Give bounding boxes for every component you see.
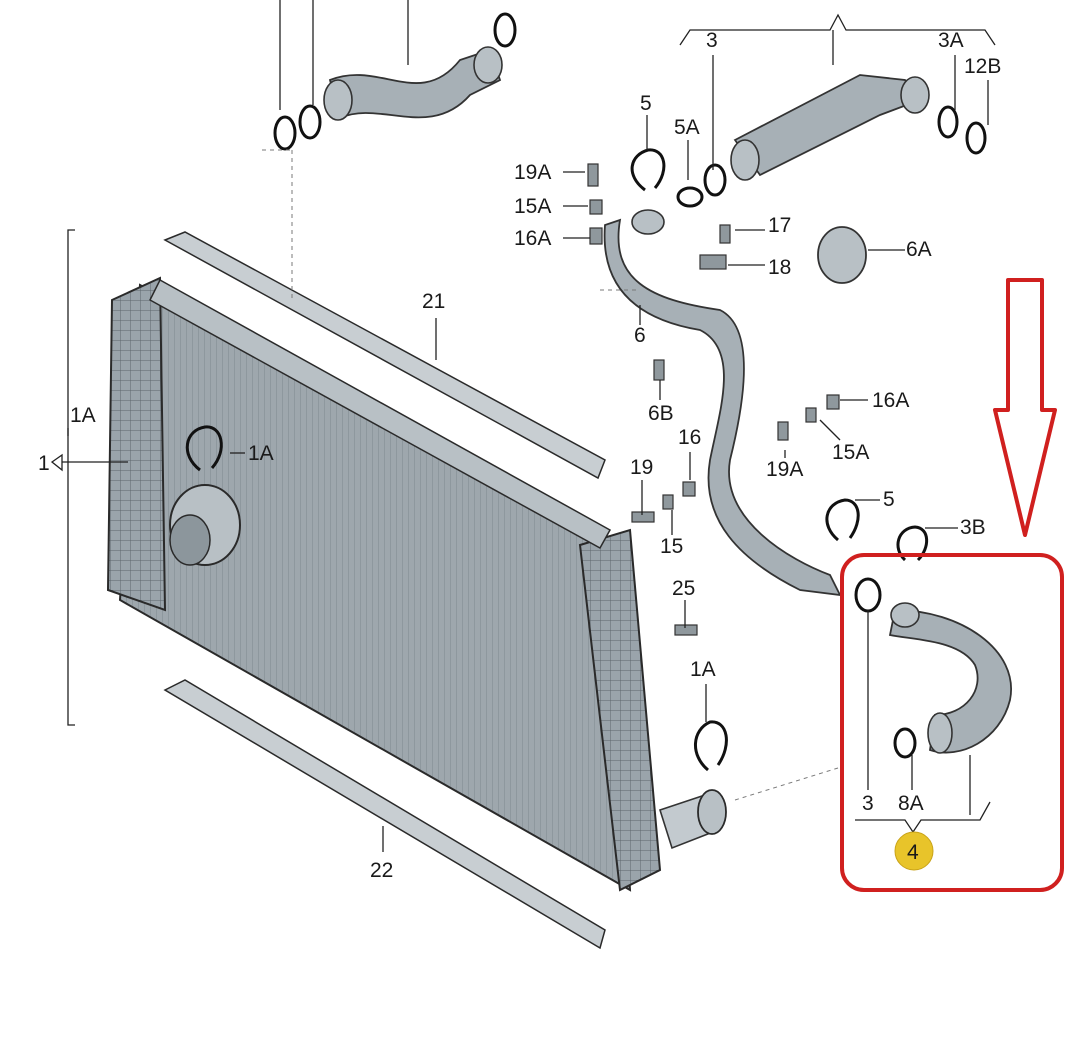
callout-labels: 1 1A 1A 1A 3 3A 12B 5 5A 19A 15A 16A 17 … bbox=[38, 29, 1001, 882]
charge-pipe-upper-right bbox=[730, 74, 930, 181]
retaining-clips bbox=[185, 148, 929, 772]
callout-6b: 6B bbox=[648, 402, 674, 425]
callout-5-top: 5 bbox=[640, 92, 652, 115]
intercooler-outlet-pipe bbox=[659, 789, 727, 850]
callout-16a-top: 16A bbox=[514, 227, 551, 250]
assembly-dashed-lines bbox=[262, 149, 839, 801]
pressure-sensor-cover bbox=[817, 226, 867, 284]
callout-3a: 3A bbox=[938, 29, 964, 52]
callout-21: 21 bbox=[422, 290, 445, 313]
callout-22: 22 bbox=[370, 859, 393, 882]
callout-1: 1 bbox=[38, 452, 50, 475]
callout-4: 4 bbox=[907, 841, 919, 864]
callout-6a: 6A bbox=[906, 238, 932, 261]
air-guide-rail-lower bbox=[163, 679, 606, 950]
callout-3b: 3B bbox=[960, 516, 986, 539]
callout-15a-top: 15A bbox=[514, 195, 551, 218]
callout-1a-clip: 1A bbox=[248, 442, 274, 465]
callout-25: 25 bbox=[672, 577, 695, 600]
callout-3-top: 3 bbox=[706, 29, 718, 52]
callout-17: 17 bbox=[768, 214, 791, 237]
air-guide-rail-upper bbox=[163, 231, 606, 480]
intercooler-core bbox=[106, 276, 662, 892]
callout-19a-top: 19A bbox=[514, 161, 551, 184]
callout-12b: 12B bbox=[964, 55, 1001, 78]
callout-8a: 8A bbox=[898, 792, 924, 815]
charge-air-hose-part-4 bbox=[888, 602, 1012, 754]
callout-3-box: 3 bbox=[862, 792, 874, 815]
leader-lines bbox=[50, 0, 996, 852]
callout-19: 19 bbox=[630, 456, 653, 479]
callout-15: 15 bbox=[660, 535, 683, 558]
charge-pipe-upper-left bbox=[323, 46, 503, 121]
callout-19a-mid: 19A bbox=[766, 458, 803, 481]
callout-5-mid: 5 bbox=[883, 488, 895, 511]
intercooler-inlet-pipe bbox=[169, 484, 241, 566]
bolts bbox=[587, 163, 840, 636]
callout-16: 16 bbox=[678, 426, 701, 449]
callout-5a: 5A bbox=[674, 116, 700, 139]
o-rings bbox=[273, 12, 987, 759]
highlight-down-arrow bbox=[993, 278, 1057, 537]
callout-16a-mid: 16A bbox=[872, 389, 909, 412]
part-4-badge: 4 bbox=[894, 831, 934, 871]
callout-1a-lower: 1A bbox=[690, 658, 716, 681]
callout-15a-mid: 15A bbox=[832, 441, 869, 464]
callout-18: 18 bbox=[768, 256, 791, 279]
highlight-box bbox=[840, 553, 1064, 892]
callout-1a-side: 1A bbox=[70, 404, 96, 427]
callout-6: 6 bbox=[634, 324, 646, 347]
